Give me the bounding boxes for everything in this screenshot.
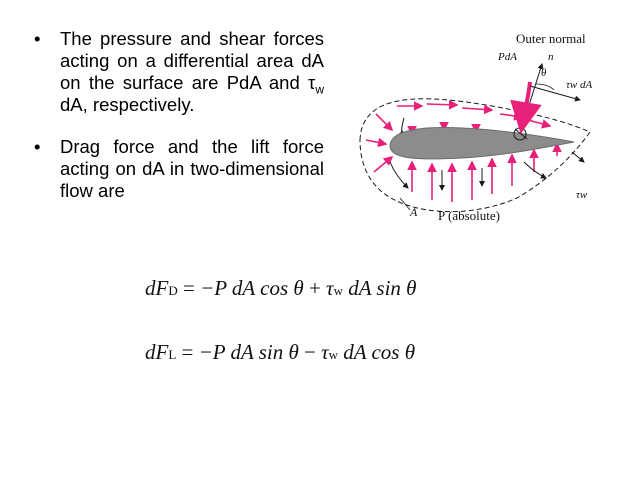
pda-arrow [510, 81, 542, 134]
bullet-item-drag-lift: • Drag force and the lift force acting o… [34, 136, 324, 202]
p-absolute-label: P (absolute) [438, 208, 500, 223]
bullet-text: Drag force and the lift force acting on … [60, 136, 324, 201]
shear-force-arrow [529, 85, 581, 102]
eq-lhs-subscript: L [168, 347, 177, 362]
point-a-leader [399, 197, 411, 211]
theta-arc [535, 83, 555, 91]
bullet-item-forces: • The pressure and shear forces acting o… [34, 28, 324, 116]
eq-tau-subscript: w [328, 347, 339, 362]
eq-lhs: dF [145, 340, 169, 364]
eq-lhs: dF [145, 276, 169, 300]
airfoil-shape [389, 127, 575, 160]
airfoil-pressure-diagram: Outer normal n PdA θ τw dA τw A P (absol… [359, 31, 593, 223]
pressure-envelope-outline [359, 98, 591, 213]
eq-term-shear: dA cos θ [338, 340, 416, 364]
bullet-icon: • [34, 136, 41, 157]
eq-term-pressure: −P dA cos θ [200, 276, 304, 300]
eq-tau: τ [326, 276, 334, 300]
eq-equals: = [176, 340, 199, 364]
n-vector-label: n [548, 51, 554, 63]
eq-equals: = [177, 276, 201, 300]
bullet-text-end: dA, respectively. [60, 94, 195, 115]
theta-label: θ [541, 67, 547, 79]
eq-tau: τ [321, 340, 329, 364]
point-a-label: A [409, 205, 418, 219]
bullet-text: The pressure and shear forces acting on … [60, 28, 324, 93]
bullet-icon: • [34, 28, 41, 49]
tau-w-label: τw [576, 189, 588, 201]
eq-term-shear: dA sin θ [342, 276, 417, 300]
bullet-subscript: w [315, 82, 324, 97]
bullet-list: • The pressure and shear forces acting o… [34, 28, 324, 202]
eq-term-pressure: −P dA sin θ [198, 340, 299, 364]
pda-label: PdA [497, 51, 517, 63]
eq-tau-subscript: w [333, 283, 343, 298]
shear-arrows [389, 117, 585, 191]
eq-operator: + [303, 276, 327, 300]
eq-operator: − [298, 340, 322, 364]
outer-normal-label: Outer normal [516, 31, 586, 46]
tau-w-da-label: τw dA [566, 79, 593, 91]
eq-lhs-subscript: D [168, 283, 178, 298]
